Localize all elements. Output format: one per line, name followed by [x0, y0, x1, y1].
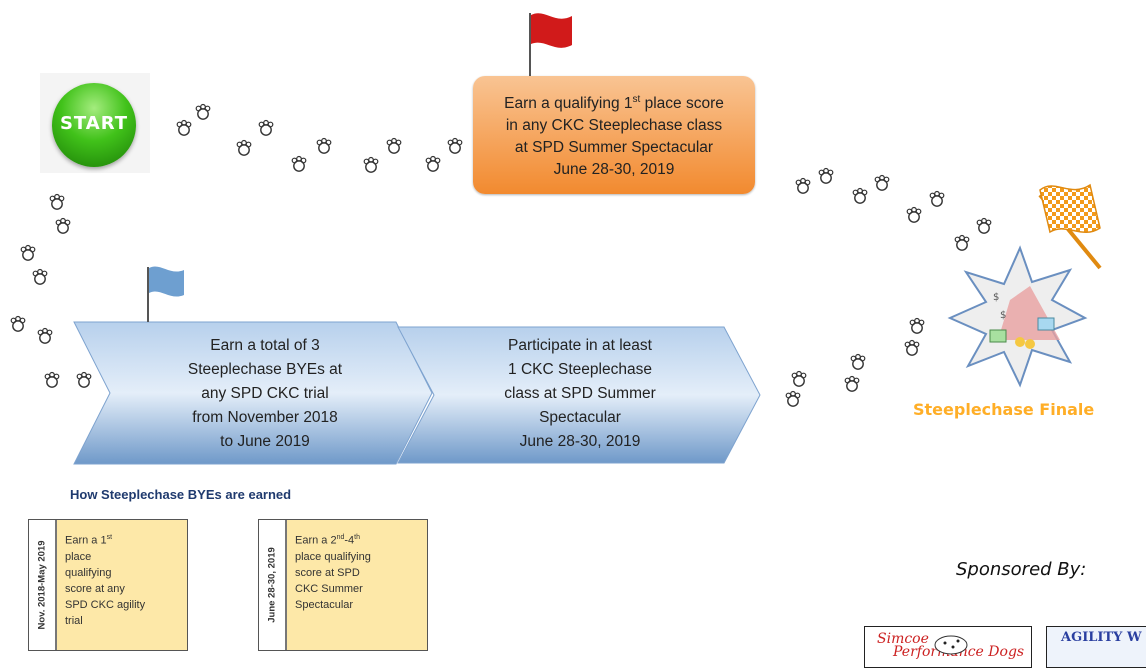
- svg-text:$: $: [1000, 310, 1006, 321]
- chevron-step-2-text: Participate in at least 1 CKC Steeplecha…: [504, 337, 656, 450]
- red-flag-icon: [529, 13, 572, 77]
- bye-card-1: Nov. 2018-May 2019 Earn a 1st place qual…: [28, 519, 188, 651]
- orange-step-line4: June 28-30, 2019: [553, 161, 675, 179]
- sponsor-logo-agility: AGILITY W: [1046, 626, 1146, 668]
- bye-card-2-date: June 28-30, 2019: [259, 520, 287, 650]
- byes-heading: How Steeplechase BYEs are earned: [70, 487, 292, 502]
- dalmatian-icon: [934, 635, 968, 655]
- bye-card-1-date: Nov. 2018-May 2019: [29, 520, 57, 650]
- bye-card-2-text: Earn a 2nd-4th place qualifying score at…: [295, 534, 371, 611]
- svg-text:$: $: [993, 292, 999, 303]
- orange-step-line2: in any CKC Steeplechase class: [505, 117, 723, 135]
- sponsor-logo-simcoe: Simcoe Performance Dogs: [864, 626, 1032, 668]
- orange-step-line1: Earn a qualifying 1st place score: [504, 93, 724, 113]
- orange-step-line3: at SPD Summer Spectacular: [514, 139, 714, 157]
- finale-label: Steeplechase Finale: [913, 400, 1095, 419]
- blue-flag-icon: [147, 266, 184, 322]
- start-label: START: [59, 113, 129, 134]
- bye-card-2: June 28-30, 2019 Earn a 2nd-4th place qu…: [258, 519, 428, 651]
- sponsored-by-label: Sponsored By:: [956, 559, 1087, 580]
- checkered-flag-icon: [1038, 183, 1102, 270]
- bye-card-1-text: Earn a 1st place qualifying score at any…: [65, 534, 146, 627]
- start-button: START: [40, 73, 150, 173]
- chevron-arrow-1: [73, 321, 433, 465]
- orange-step-box: Earn a qualifying 1st place score in any…: [473, 76, 755, 194]
- finale-burst-icon: $ $: [947, 245, 1088, 388]
- start-button-icon: START: [52, 83, 136, 167]
- chevron-arrow-2: [397, 326, 761, 464]
- chevron-step-1-text: Earn a total of 3 Steeplechase BYEs at a…: [187, 337, 343, 450]
